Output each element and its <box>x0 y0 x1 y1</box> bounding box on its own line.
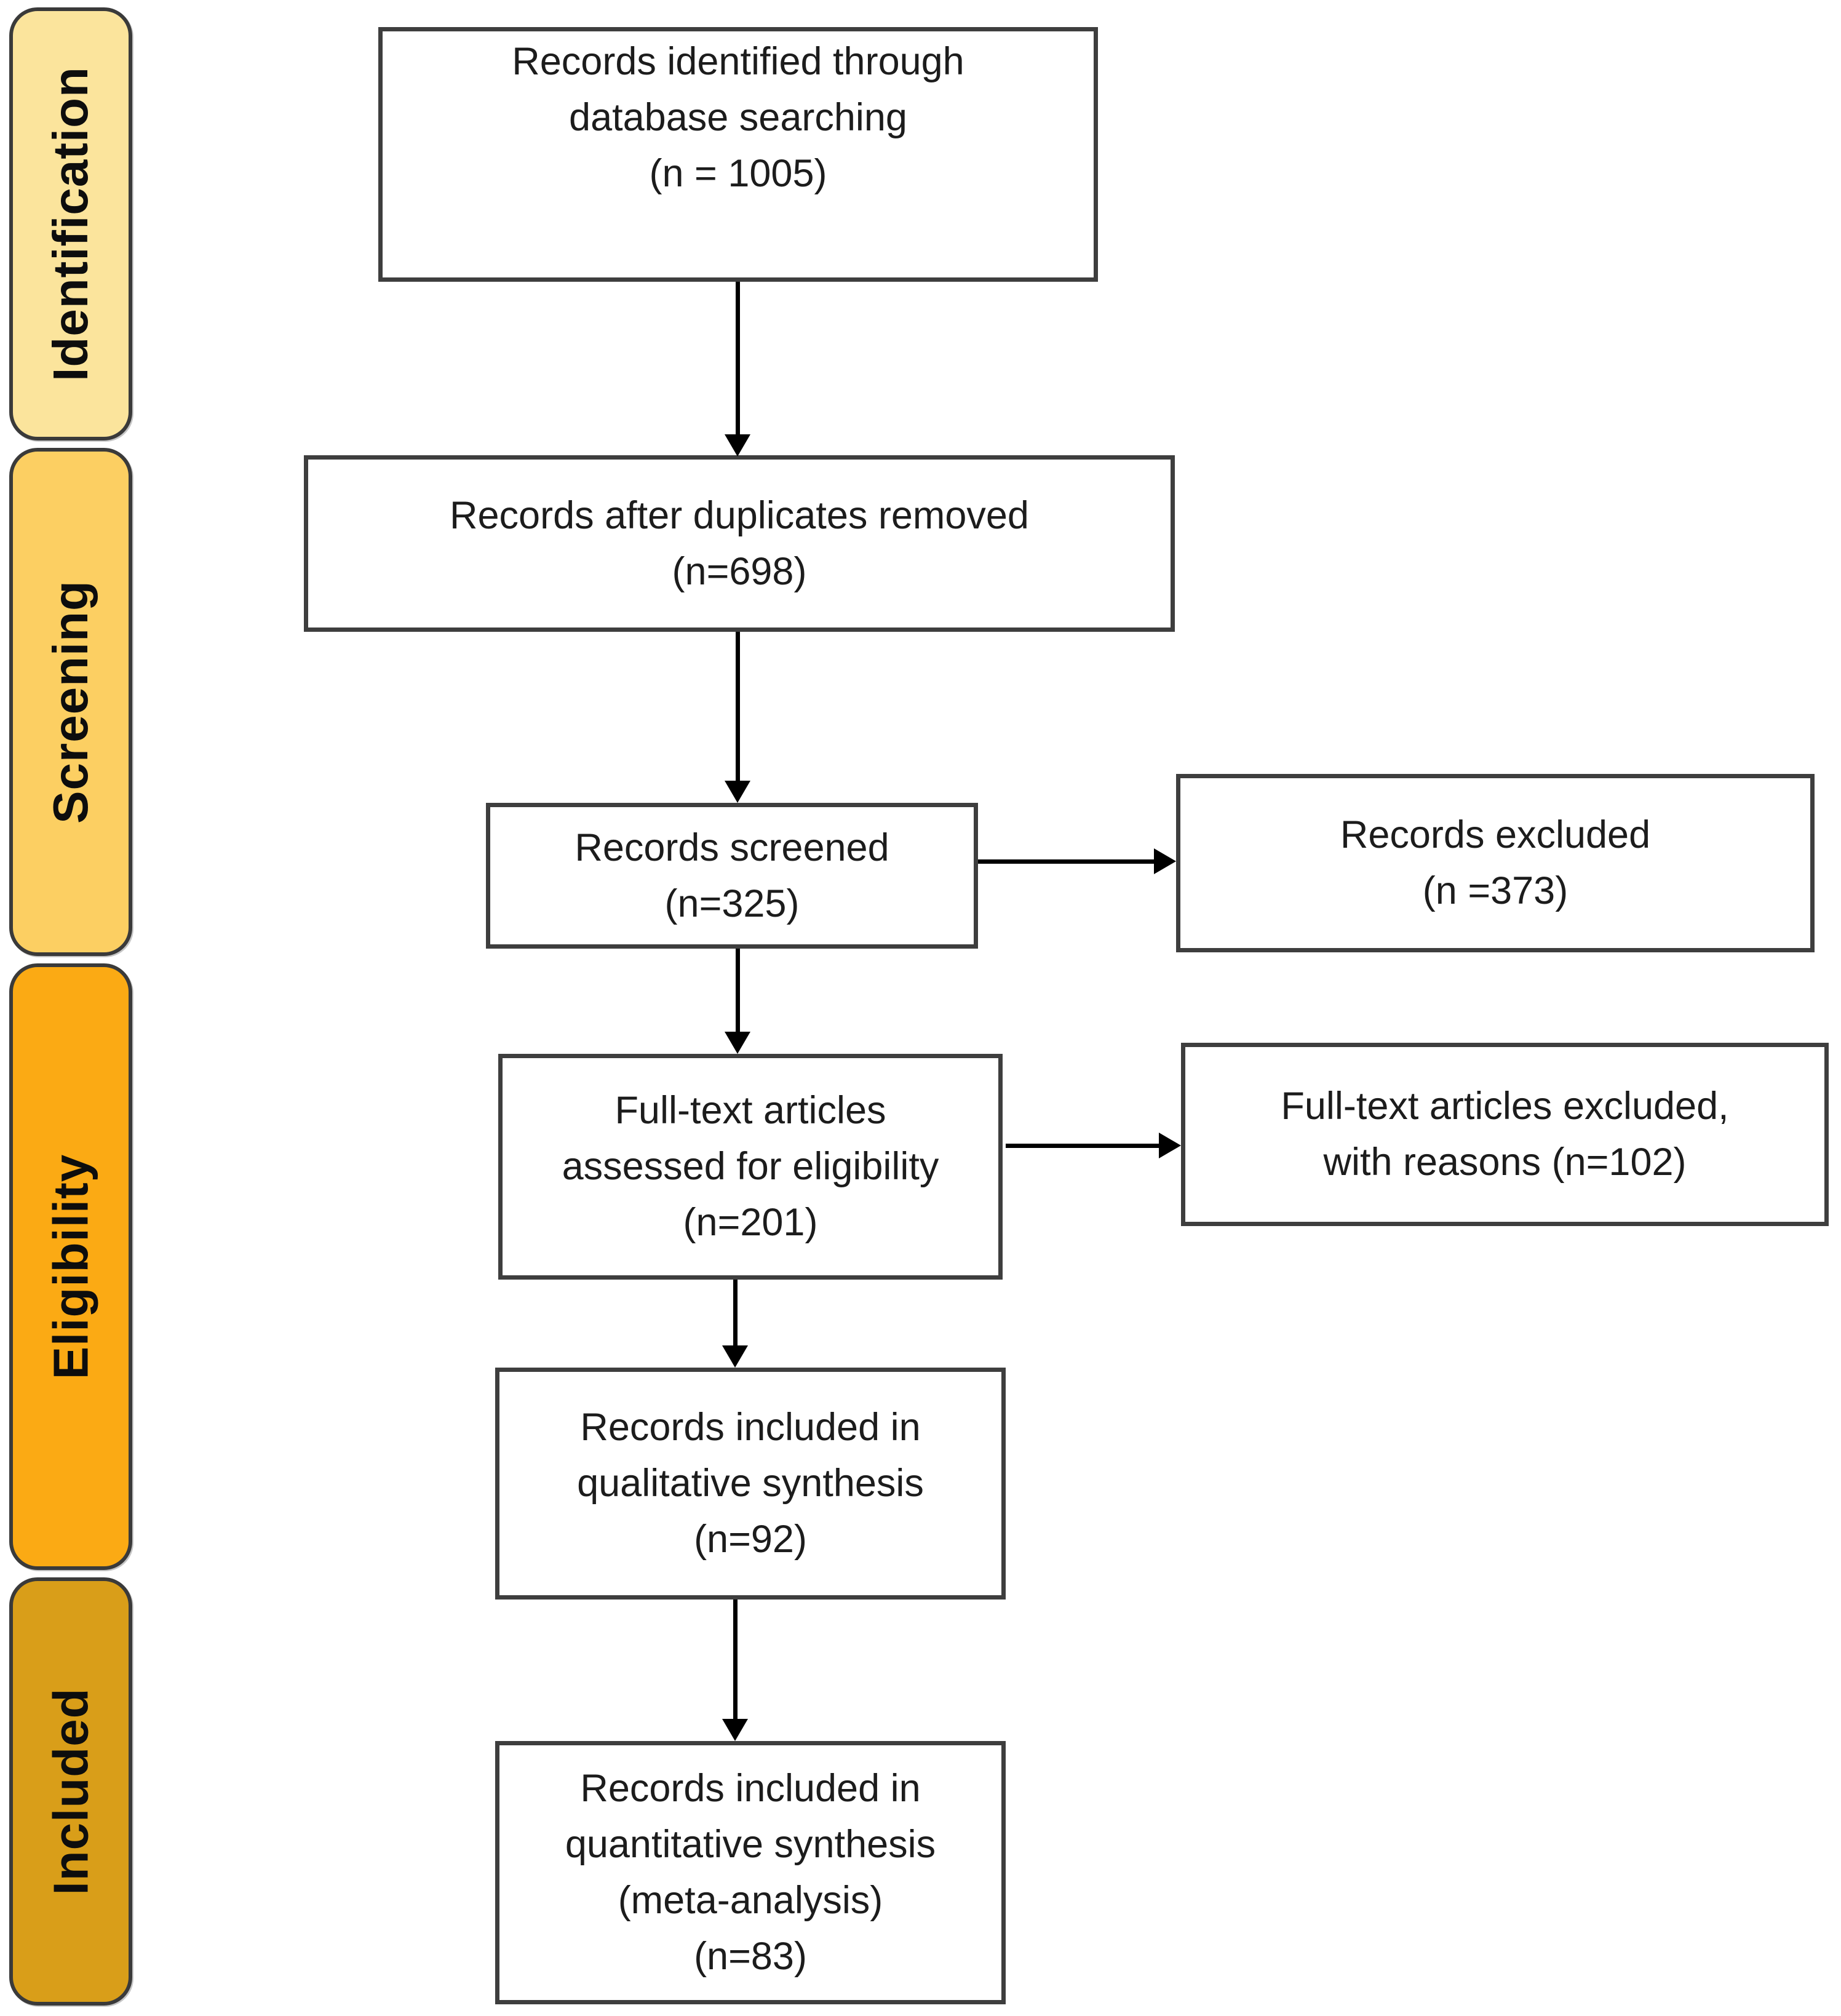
box-line: (n=92) <box>694 1518 807 1561</box>
flow-box-qualitative-synthesis: Records included in qualitative synthesi… <box>495 1368 1006 1600</box>
box-line: Records included in <box>580 1406 921 1449</box>
box-line: Records identified through <box>512 39 964 83</box>
phase-label-included: Included <box>43 1687 98 1895</box>
flow-box-records-excluded: Records excluded (n =373) <box>1176 774 1815 952</box>
box-line: Records included in <box>580 1767 921 1810</box>
box-line: Records screened <box>575 826 889 869</box>
box-line: Records excluded <box>1340 813 1651 856</box>
phase-tab-included: Included <box>9 1577 132 2006</box>
phase-label-identification: Identification <box>43 66 98 381</box>
flow-box-records-deduplicated: Records after duplicates removed (n=698) <box>304 455 1175 632</box>
flow-box-records-identified: Records identified through database sear… <box>378 27 1098 282</box>
flow-box-records-screened: Records screened (n=325) <box>486 803 978 949</box>
box-line: (n=201) <box>683 1201 818 1244</box>
flow-box-fulltext-assessed: Full-text articles assessed for eligibil… <box>498 1054 1003 1280</box>
box-line: (n =373) <box>1422 869 1569 912</box>
phase-label-screening: Screening <box>43 580 98 824</box>
box-line: database searching <box>569 95 907 139</box>
box-line: with reasons (n=102) <box>1323 1141 1687 1184</box>
phase-tab-identification: Identification <box>9 7 132 440</box>
box-line: (meta-analysis) <box>618 1879 883 1922</box>
box-line: assessed for eligibility <box>562 1145 939 1188</box>
flow-box-fulltext-excluded: Full-text articles excluded, with reason… <box>1181 1043 1829 1226</box>
flow-box-quantitative-synthesis: Records included in quantitative synthes… <box>495 1741 1006 2004</box>
phase-tab-eligibility: Eligibility <box>9 963 132 1570</box>
box-line: (n=83) <box>694 1935 807 1978</box>
box-line: quantitative synthesis <box>565 1823 936 1866</box>
box-line: (n = 1005) <box>649 151 827 195</box>
box-line: qualitative synthesis <box>577 1462 924 1505</box>
box-line: (n=698) <box>672 549 807 593</box>
box-line: Records after duplicates removed <box>450 493 1029 537</box>
box-line: Full-text articles excluded, <box>1281 1085 1729 1128</box>
phase-label-eligibility: Eligibility <box>43 1153 98 1380</box>
box-line: (n=325) <box>664 882 800 925</box>
phase-tab-screening: Screening <box>9 448 132 956</box>
box-line: Full-text articles <box>614 1089 886 1132</box>
